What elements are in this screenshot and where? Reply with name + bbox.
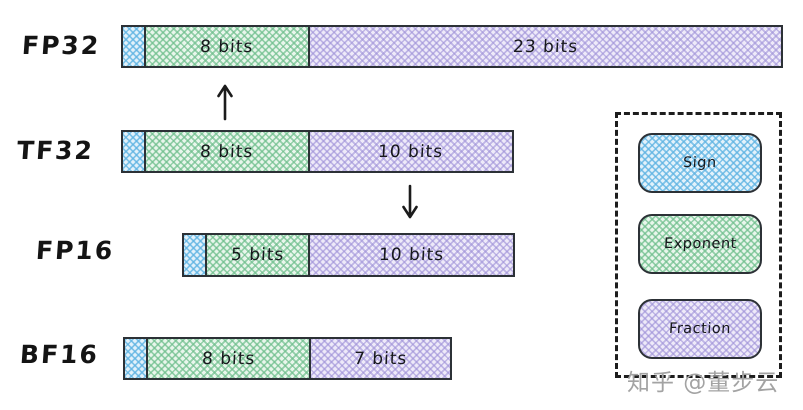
format-label-bf16: BF16 <box>18 340 100 369</box>
arrow-down-icon <box>402 184 418 219</box>
fp16-sign-segment <box>184 235 205 275</box>
format-label-fp32: FP32 <box>20 31 102 60</box>
legend-fraction-label: Fraction <box>668 321 732 337</box>
fp32-exponent-label: 8 bits <box>199 36 255 57</box>
fp16-exponent-label: 5 bits <box>230 245 285 265</box>
bf16-sign-segment <box>125 339 146 378</box>
legend-exponent-label: Exponent <box>663 236 737 252</box>
fp16-exponent-segment: 5 bits <box>205 235 308 275</box>
fp16-fraction-label: 10 bits <box>378 245 445 265</box>
fp16-bar: 5 bits 10 bits <box>182 233 515 277</box>
fp32-fraction-label: 23 bits <box>512 36 579 57</box>
bf16-exponent-segment: 8 bits <box>146 339 309 378</box>
legend: Sign Exponent Fraction <box>615 112 782 378</box>
fp16-fraction-segment: 10 bits <box>308 235 513 275</box>
zhihu-watermark: 知乎 @董步云 <box>627 370 780 396</box>
tf32-sign-segment <box>123 132 144 171</box>
tf32-fraction-segment: 10 bits <box>308 132 512 171</box>
legend-item-fraction: Fraction <box>638 299 762 359</box>
format-label-tf32: TF32 <box>15 136 95 165</box>
bf16-exponent-label: 8 bits <box>201 348 256 369</box>
fp32-sign-segment <box>123 27 144 66</box>
tf32-exponent-label: 8 bits <box>199 141 255 162</box>
bf16-fraction-segment: 7 bits <box>309 339 450 378</box>
legend-item-exponent: Exponent <box>638 214 762 274</box>
fp32-bar: 8 bits 23 bits <box>121 25 783 68</box>
arrow-up-icon <box>217 84 233 121</box>
tf32-fraction-label: 10 bits <box>377 141 445 162</box>
legend-item-sign: Sign <box>638 133 762 193</box>
fp32-fraction-segment: 23 bits <box>308 27 781 66</box>
format-label-fp16: FP16 <box>34 236 116 265</box>
fp32-exponent-segment: 8 bits <box>144 27 308 66</box>
tf32-bar: 8 bits 10 bits <box>121 130 514 173</box>
legend-sign-label: Sign <box>682 155 718 171</box>
bf16-fraction-label: 7 bits <box>353 348 408 369</box>
bf16-bar: 8 bits 7 bits <box>123 337 452 380</box>
tf32-exponent-segment: 8 bits <box>144 132 308 171</box>
